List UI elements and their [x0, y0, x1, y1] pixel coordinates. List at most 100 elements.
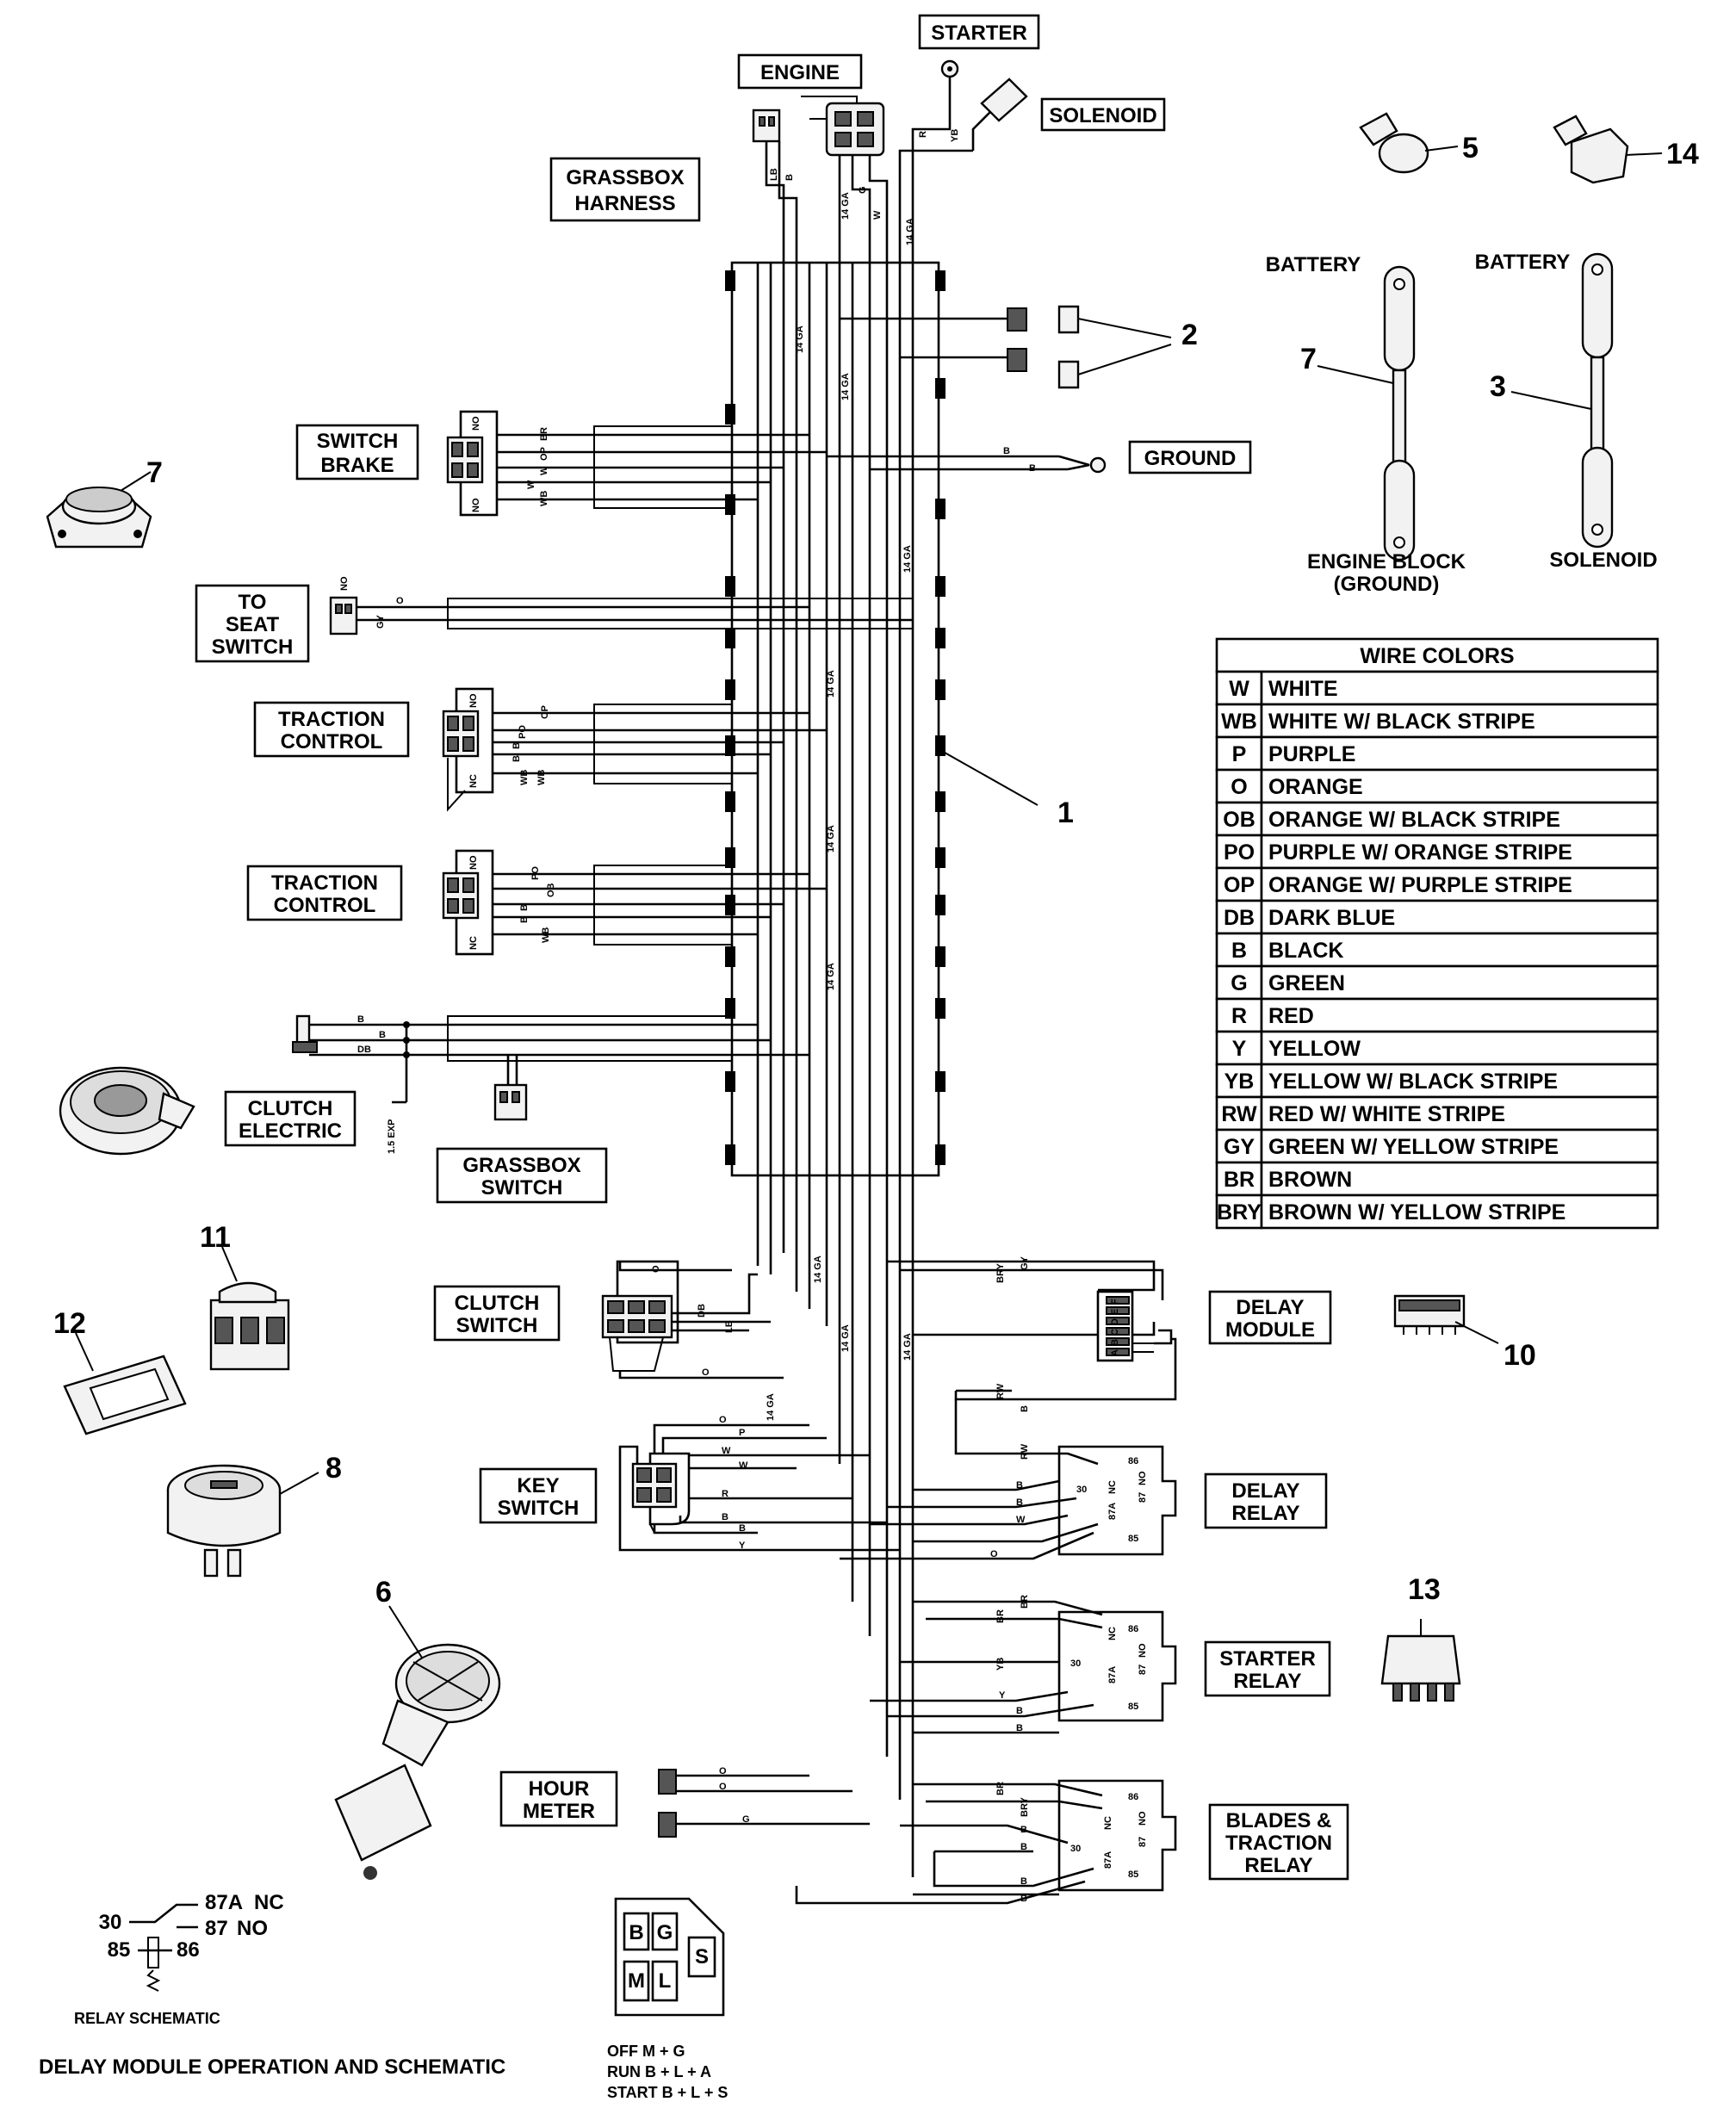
switch-brake-tags: BR OP W W WB — [526, 427, 549, 506]
tag-w: W — [539, 466, 549, 475]
top-wire-tags: LB B 14 GA G W R YB 14 GA — [769, 129, 960, 245]
pin-d: D — [1110, 1318, 1120, 1325]
traction-control-a-label-box: TRACTION CONTROL — [253, 701, 410, 758]
tag-no: NO — [339, 576, 350, 591]
clutch-switch-connector: O DB LB O — [601, 1260, 784, 1380]
tag-wb: WB — [519, 770, 530, 785]
tag-b: B — [1016, 1706, 1023, 1716]
key-pin-b: B — [629, 1921, 643, 1944]
to-seat-switch-label-box: TO SEAT SWITCH — [195, 584, 310, 663]
wire-color-desc: BROWN — [1268, 1168, 1352, 1192]
tag-14ga: 14 GA — [766, 1393, 776, 1421]
wire-color-code: P — [1232, 742, 1247, 766]
wire-color-code: BR — [1224, 1168, 1255, 1192]
tag-b: B — [1020, 1876, 1027, 1887]
term-87: 87 — [1138, 1665, 1148, 1675]
wire-color-code: OB — [1223, 808, 1256, 832]
key-pin-s: S — [695, 1945, 709, 1968]
tag-op: OP — [540, 705, 550, 719]
term-nc: NC — [1107, 1480, 1118, 1494]
traction-control-b-label-box: TRACTION CONTROL — [246, 865, 403, 921]
tag-b: B — [519, 916, 530, 923]
tag-r: R — [918, 131, 928, 138]
term-30: 30 — [1070, 1658, 1081, 1669]
callout-2: 2 — [1181, 319, 1198, 351]
tag-b: B — [1020, 1842, 1027, 1852]
part-14-boot — [1553, 115, 1663, 184]
blades-traction-relay: 30 86 85 87A NC 87 NO BR BRY B B B B — [795, 1779, 1177, 1905]
blades-relay-label-1: BLADES & — [1226, 1809, 1332, 1832]
clutch-switch-label-1: CLUTCH — [455, 1292, 540, 1315]
key-position-diagram: B G S M L OFF M + G RUN B + L + A START … — [607, 1897, 728, 2101]
delay-relay-label-2: RELAY — [1231, 1502, 1299, 1525]
top-wires — [765, 103, 973, 263]
wire-color-code: W — [1229, 677, 1249, 701]
hour-meter-label-2: METER — [523, 1800, 595, 1823]
key-pin-l: L — [659, 1969, 672, 1993]
traction-control-b-wires — [493, 865, 827, 946]
callout-10: 10 — [1504, 1339, 1536, 1372]
tag-yb: YB — [950, 129, 960, 142]
traction-control-a-connector: NO NC — [442, 687, 494, 812]
tag-nc: NC — [468, 774, 479, 788]
engine-label: ENGINE — [760, 61, 840, 84]
delay-relay-label-1: DELAY — [1231, 1479, 1299, 1503]
tag-y: Y — [999, 1690, 1006, 1701]
tag-b: B — [722, 1512, 728, 1522]
traction-control-b-tags: PO OB B B WB — [519, 866, 556, 943]
key-switch-label-2: SWITCH — [498, 1497, 580, 1520]
delay-relay-label-box: DELAY RELAY — [1204, 1472, 1328, 1529]
tag-db: DB — [697, 1304, 707, 1318]
term-no: NO — [1138, 1643, 1148, 1658]
wire-color-desc-cell — [1260, 964, 1659, 1001]
switch-brake-label-1: SWITCH — [317, 430, 399, 453]
tag-b: B — [357, 1014, 364, 1025]
wire-color-desc: BLACK — [1268, 939, 1344, 963]
schem-87: 87 — [205, 1917, 228, 1940]
schem-86: 86 — [177, 1938, 200, 1962]
starter-relay: 30 86 85 87A NC 87 NO BR BR YB Y B B — [870, 1595, 1177, 1734]
part-11-switch — [209, 1246, 290, 1371]
tag-14ga: 14 GA — [826, 963, 836, 990]
tag-wb: WB — [541, 927, 551, 943]
key-switch-connector — [631, 1452, 691, 1534]
wire-color-desc-cell — [1260, 1030, 1659, 1066]
clutch-electric-label-1: CLUTCH — [248, 1097, 333, 1120]
wire-color-desc: ORANGE — [1268, 775, 1363, 799]
hour-meter-connectors: O O G — [658, 1766, 870, 1838]
starter-terminal — [940, 59, 959, 103]
part-8-key-switch — [166, 1464, 319, 1578]
wire-color-desc-cell — [1260, 801, 1659, 837]
callout-14: 14 — [1666, 138, 1699, 170]
tag-rw: RW — [1020, 1443, 1030, 1460]
relay-schematic: 30 87A NC 87 NO 85 86 RELAY SCHEMATIC — [74, 1891, 284, 2027]
wire-color-desc: RED W/ WHITE STRIPE — [1268, 1102, 1505, 1126]
tag-b: B — [512, 742, 522, 749]
tag-14ga: 14 GA — [840, 192, 851, 220]
wire-color-code: R — [1231, 1004, 1247, 1028]
term-85: 85 — [1128, 1702, 1138, 1712]
engine-label-box: ENGINE — [737, 53, 863, 90]
grassbox-switch-connector — [493, 1055, 528, 1121]
wire-color-desc-cell — [1260, 703, 1659, 739]
tag-po: PO — [530, 866, 541, 880]
tag-14ga: 14 GA — [826, 670, 836, 698]
tag-lb: LB — [724, 1320, 735, 1333]
ground-label: GROUND — [1144, 447, 1237, 470]
blades-relay-label-box: BLADES & TRACTION RELAY — [1208, 1803, 1349, 1881]
traction-control-b-label-2: CONTROL — [274, 894, 376, 917]
tag-b: B — [379, 1030, 386, 1040]
grassbox-switch-label-2: SWITCH — [481, 1176, 563, 1200]
wire-colors-title: WIRE COLORS — [1360, 644, 1514, 668]
term-85: 85 — [1128, 1534, 1138, 1544]
tag-14ga: 14 GA — [826, 825, 836, 852]
tag-b: B — [1016, 1497, 1023, 1508]
wire-color-desc-cell — [1260, 1194, 1659, 1230]
wire-color-code: WB — [1221, 710, 1257, 734]
connector-pair-2 — [840, 305, 1172, 389]
